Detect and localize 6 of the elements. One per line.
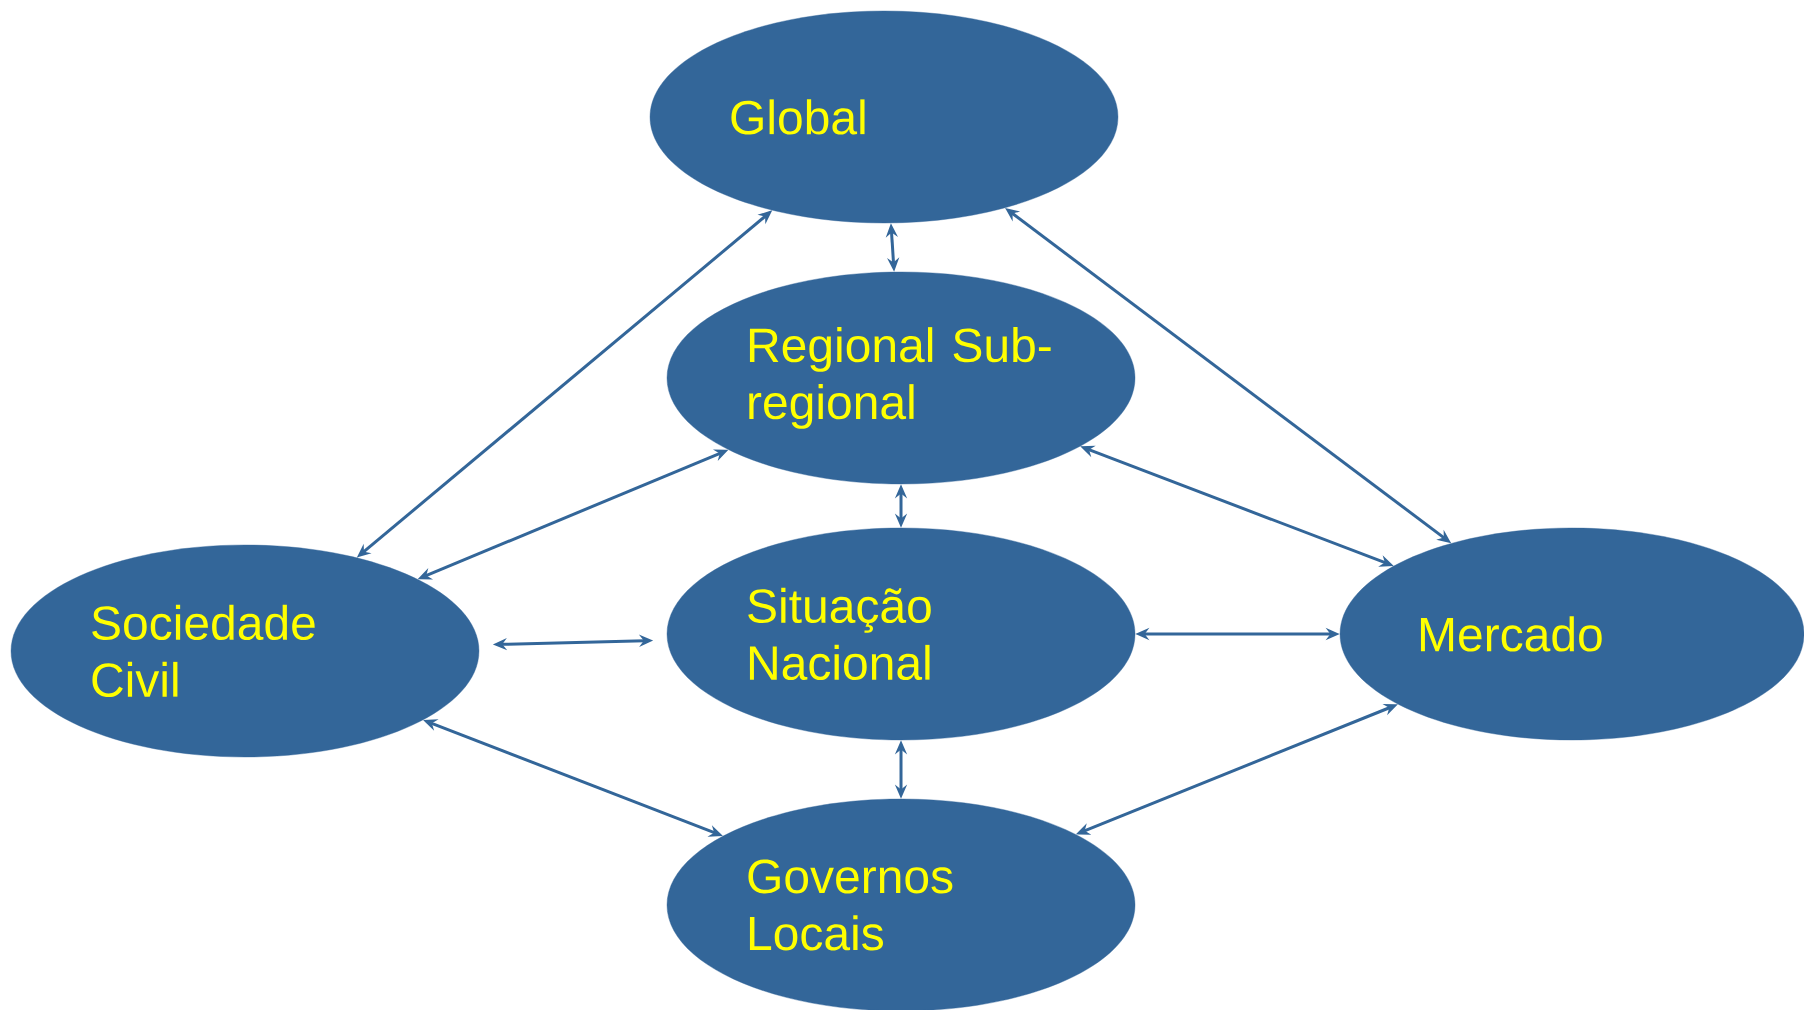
ellipse-node: Mercado [1339,527,1804,741]
ellipse-node: Governos Locais [666,798,1136,1010]
ellipse-node: Global [649,10,1119,224]
ellipse-node: Situação Nacional [666,527,1136,741]
ellipse-node: Regional Sub-regional [666,271,1136,485]
ellipse-node: Sociedade Civil [10,544,480,758]
